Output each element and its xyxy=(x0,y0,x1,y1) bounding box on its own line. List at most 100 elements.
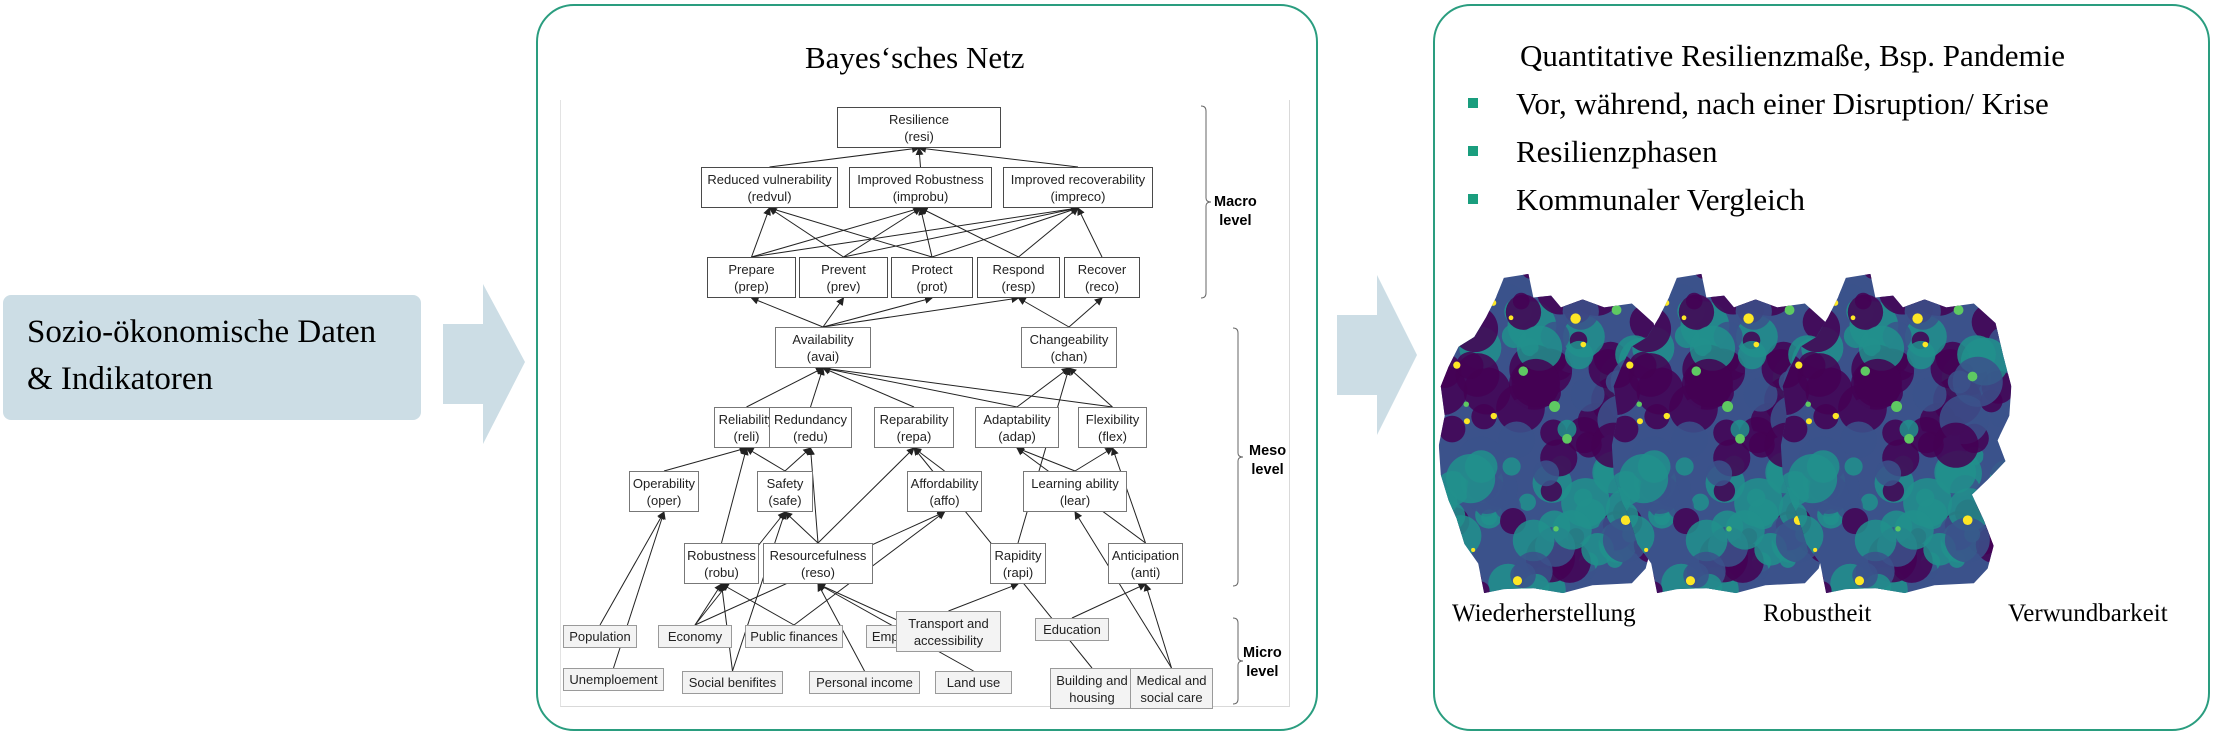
bullet-item: Vor, während, nach einer Disruption/ Kri… xyxy=(1468,86,2049,122)
node-label: Prepare xyxy=(728,261,775,277)
node-social: Social benifites xyxy=(682,671,783,694)
node-label: Recover xyxy=(1077,261,1127,277)
node-abbreviation: (reli) xyxy=(733,428,760,444)
node-label: Adaptability xyxy=(983,411,1051,427)
edge-reli-avai xyxy=(746,367,824,408)
node-label: Changeability xyxy=(1029,331,1109,347)
bullet-square-icon xyxy=(1468,193,1478,204)
edge-adap-avai xyxy=(822,365,1018,408)
input-line-1: Sozio-ökonomische Daten xyxy=(27,314,377,350)
node-abbreviation: accessibility xyxy=(913,632,984,648)
node-prot: Protect(prot) xyxy=(891,257,973,298)
input-data-label: Sozio-ökonomische Daten & Indikatoren xyxy=(27,309,376,403)
edge-avai-resp xyxy=(822,295,1020,328)
node-label: Protect xyxy=(911,261,953,277)
node-abbreviation: (prot) xyxy=(916,278,948,294)
node-abbreviation: (impreco) xyxy=(1050,188,1106,204)
map-label-recovery: Wiederherstellung xyxy=(1452,600,1636,627)
node-label: Safety xyxy=(766,475,804,491)
edge-lear-flex xyxy=(1074,447,1114,472)
edge-safe-reli xyxy=(745,447,786,472)
macro-level-word: Macro xyxy=(1214,194,1257,210)
node-abbreviation: (prep) xyxy=(734,278,769,294)
node-avai: Availability(avai) xyxy=(775,327,871,368)
edge-prot-improbu xyxy=(918,207,933,258)
node-affo: Affordability(affo) xyxy=(907,471,982,512)
node-improbu: Improved Robustness(improbu) xyxy=(849,167,992,208)
node-abbreviation: housing xyxy=(1069,689,1115,705)
edge-impreco-resi xyxy=(918,144,1079,168)
edge-redvul-resi xyxy=(769,144,920,168)
node-abbreviation: (rapi) xyxy=(1002,564,1034,580)
edge-robu-reli xyxy=(721,447,749,544)
node-adap: Adaptability(adap) xyxy=(975,407,1059,448)
bullet-square-icon xyxy=(1468,145,1478,156)
edge-prep-impreco xyxy=(751,205,1079,258)
node-label: Building and xyxy=(1056,672,1128,688)
node-safe: Safety(safe) xyxy=(757,471,813,512)
edge-prep-redvul xyxy=(751,207,771,258)
bullet-text: Vor, während, nach einer Disruption/ Kri… xyxy=(1516,86,2049,121)
edge-avai-prot xyxy=(822,295,933,328)
meso-brace xyxy=(1232,327,1244,587)
edge-medical-lear xyxy=(1074,511,1172,669)
map-label-robustness: Robustheit xyxy=(1763,600,1872,627)
node-prev: Prevent(prev) xyxy=(799,257,888,298)
edge-prot-impreco xyxy=(931,206,1079,258)
node-label: Operability xyxy=(632,475,696,491)
node-abbreviation: (redu) xyxy=(793,428,828,444)
bullet-item: Resilienzphasen xyxy=(1468,134,1717,170)
edge-oper-reli xyxy=(663,446,748,472)
node-income: Personal income xyxy=(809,671,920,694)
node-label: Unemploement xyxy=(569,672,658,687)
node-label: Economy xyxy=(667,629,723,644)
edge-employment-reso xyxy=(817,583,909,626)
node-reli: Reliability(reli) xyxy=(714,407,779,448)
node-oper: Operability(oper) xyxy=(629,471,699,512)
edge-prep-improbu xyxy=(751,206,922,258)
macro-brace xyxy=(1200,105,1212,299)
edge-anti-flex xyxy=(1111,447,1146,544)
node-label: Resilience xyxy=(889,111,949,127)
edge-adap-chan xyxy=(1016,367,1070,408)
map-label-vulnerability: Verwundbarkeit xyxy=(2008,600,2168,627)
bullet-text: Kommunaler Vergleich xyxy=(1516,182,1805,217)
node-repa: Reparability(repa) xyxy=(874,407,954,448)
node-label: Flexibility xyxy=(1085,411,1140,427)
node-unemp: Unemploement xyxy=(563,668,664,691)
node-label: Anticipation xyxy=(1111,547,1180,563)
node-label: Social benifites xyxy=(688,675,777,690)
node-abbreviation: (oper) xyxy=(646,492,682,508)
edge-avai-prep xyxy=(750,296,824,328)
map-regions xyxy=(1780,273,2012,594)
bullet-text: Resilienzphasen xyxy=(1516,134,1718,169)
edge-redu-avai xyxy=(810,367,825,408)
edge-resp-improbu xyxy=(919,207,1019,258)
edge-social-safe xyxy=(732,511,787,672)
edge-prev-redvul xyxy=(768,207,844,258)
node-abbreviation: (improbu) xyxy=(892,188,949,204)
node-label: Learning ability xyxy=(1031,475,1119,491)
edge-prot-redvul xyxy=(768,206,933,258)
node-rapi: Rapidity(rapi) xyxy=(990,543,1046,584)
node-abbreviation: (reso) xyxy=(801,564,835,580)
node-label: Personal income xyxy=(816,675,913,690)
node-resi: Resilience(resi) xyxy=(837,107,1001,148)
node-abbreviation: (safe) xyxy=(768,492,802,508)
edge-lear-adap xyxy=(1016,446,1076,472)
flow-arrow-1 xyxy=(443,284,525,444)
edge-resp-impreco xyxy=(1018,207,1079,258)
input-line-2: & Indikatoren xyxy=(27,361,214,397)
node-label: Population xyxy=(569,629,631,644)
node-abbreviation: (chan) xyxy=(1050,348,1088,364)
node-abbreviation: (robu) xyxy=(704,564,739,580)
bullet-item: Kommunaler Vergleich xyxy=(1468,182,1805,218)
bayes-network-diagram: Macro level Meso level Micro level Resil… xyxy=(560,100,1290,709)
edge-education-anti xyxy=(1071,583,1147,619)
bayes-panel-title: Bayes‘sches Netz xyxy=(805,40,1025,75)
node-abbreviation: (adap) xyxy=(998,428,1036,444)
node-resp: Respond(resp) xyxy=(977,257,1060,298)
node-chan: Changeability(chan) xyxy=(1021,327,1117,368)
